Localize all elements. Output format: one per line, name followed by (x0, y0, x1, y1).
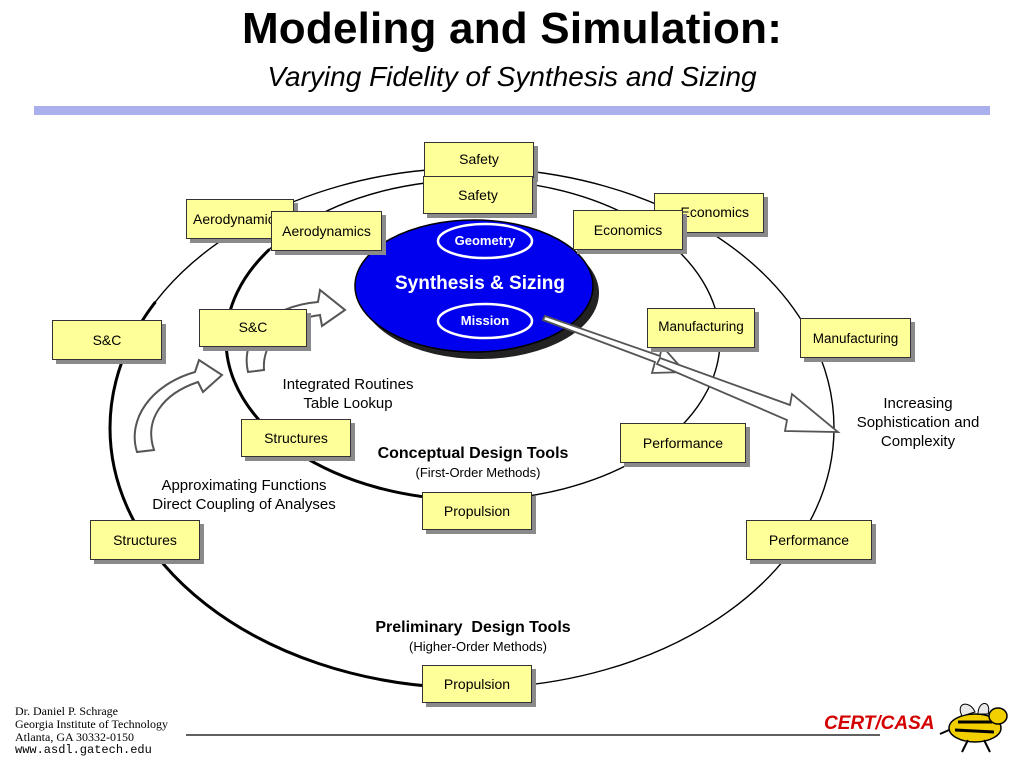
approx-arrow (133, 358, 224, 454)
increasing-label: Increasing (883, 395, 953, 412)
author-website: www.asdl.gatech.edu (15, 743, 152, 757)
integrated-routines-label: Integrated Routines (282, 376, 414, 393)
inner-safety-box: Safety (423, 176, 533, 214)
inner-sc-box: S&C (199, 309, 307, 347)
inner-performance-box: Performance (620, 423, 746, 463)
conceptual-tools-subtitle: (First-Order Methods) (415, 465, 541, 480)
geometry-oval (436, 222, 534, 260)
page-title: Modeling and Simulation: (241, 4, 783, 53)
synthesis-ellipse (354, 219, 594, 353)
outer-sc-box: S&C (52, 320, 162, 360)
author-block: Dr. Daniel P. Schrage Georgia Institute … (15, 705, 168, 757)
inner-aerodynamics-box: Aerodynamics (271, 211, 382, 251)
outer-ring-bold-arc (108, 166, 836, 690)
inner-propulsion-box: Propulsion (422, 492, 532, 530)
outer-manufacturing-box: Manufacturing (800, 318, 911, 358)
author-address: Atlanta, GA 30332-0150 (15, 730, 134, 744)
author-institution: Georgia Institute of Technology (15, 717, 169, 731)
mission-label: Mission (460, 313, 510, 328)
page-subtitle: Varying Fidelity of Synthesis and Sizing (267, 61, 757, 92)
cert-casa-logo-text: CERT/CASA (824, 713, 935, 734)
outer-fidelity-arrow (655, 356, 841, 433)
table-lookup-label: Table Lookup (303, 395, 393, 412)
inner-manufacturing-box: Manufacturing (647, 308, 755, 348)
direct-coupling-label: Direct Coupling of Analyses (152, 496, 336, 513)
outer-safety-box: Safety (424, 142, 534, 178)
author-name: Dr. Daniel P. Schrage (15, 704, 118, 718)
inner-economics-box: Economics (573, 210, 683, 250)
mission-oval (436, 302, 534, 340)
outer-structures-box: Structures (90, 520, 200, 560)
inner-structures-box: Structures (241, 419, 351, 457)
outer-performance-box: Performance (746, 520, 872, 560)
complexity-label: Complexity (880, 433, 956, 450)
conceptual-tools-title: Conceptual Design Tools (377, 445, 569, 462)
geometry-label: Geometry (454, 233, 516, 248)
synthesis-sizing-label: Synthesis & Sizing (395, 273, 565, 294)
approximating-functions-label: Approximating Functions (161, 477, 327, 494)
preliminary-tools-title: Preliminary Design Tools (375, 619, 571, 636)
inner-fidelity-arrow (541, 314, 687, 374)
title-divider (34, 106, 990, 115)
outer-propulsion-box: Propulsion (422, 665, 532, 703)
sophistication-label: Sophistication and (856, 414, 980, 431)
yellow-jacket-logo (939, 703, 1008, 753)
preliminary-tools-subtitle: (Higher-Order Methods) (409, 639, 547, 654)
